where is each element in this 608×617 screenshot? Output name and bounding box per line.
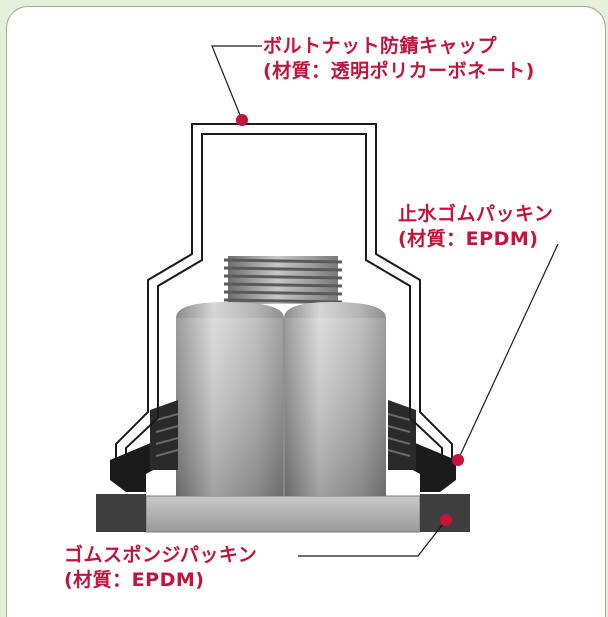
sponge-leader-line xyxy=(298,519,447,557)
cap-label: ボルトナット防錆キャップ (材質：透明ポリカーボネート) xyxy=(263,34,535,84)
sponge-gasket-right xyxy=(420,494,470,532)
base-plate xyxy=(145,495,421,533)
sponge-label-name: ゴムスポンジパッキン xyxy=(64,544,258,566)
cap-leader-line xyxy=(211,45,262,121)
seal-label-material: (材質：EPDM) xyxy=(398,228,539,250)
seal-marker-dot xyxy=(452,454,464,466)
seal-leader-line xyxy=(457,243,559,461)
sponge-label-material: (材質：EPDM) xyxy=(64,569,205,591)
seal-label: 止水ゴムパッキン (材質：EPDM) xyxy=(398,202,553,252)
cap-marker-dot xyxy=(236,114,248,126)
seal-label-name: 止水ゴムパッキン xyxy=(398,203,554,225)
cap-label-material: (材質：透明ポリカーボネート) xyxy=(263,60,535,82)
sponge-marker-dot xyxy=(440,514,452,526)
nut xyxy=(176,302,386,496)
transparent-cap xyxy=(115,123,453,470)
cap-label-name: ボルトナット防錆キャップ xyxy=(263,35,498,57)
sponge-label: ゴムスポンジパッキン (材質：EPDM) xyxy=(64,543,257,593)
bolt-thread xyxy=(223,256,343,304)
sponge-gasket-left xyxy=(96,494,146,532)
